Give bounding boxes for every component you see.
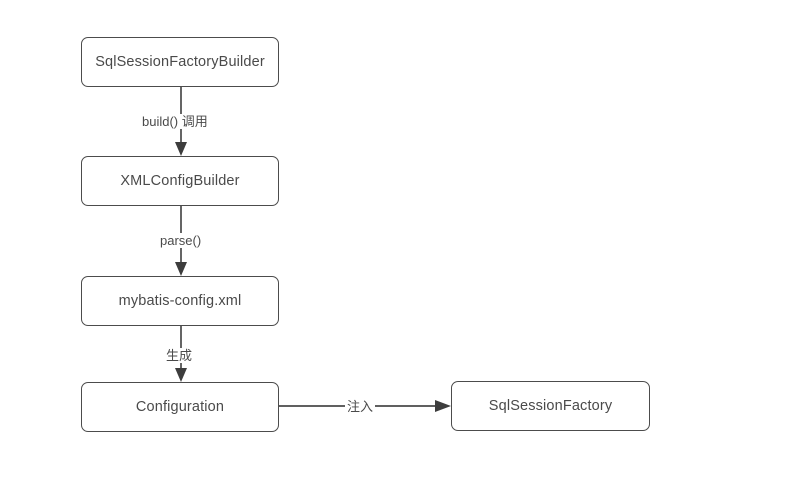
node-sql-session-factory-builder[interactable]: SqlSessionFactoryBuilder bbox=[81, 37, 279, 87]
edge-label-build-call: build() 调用 bbox=[140, 114, 210, 129]
edge-label-inject: 注入 bbox=[345, 399, 376, 414]
node-sql-session-factory[interactable]: SqlSessionFactory bbox=[451, 381, 650, 431]
node-label: XMLConfigBuilder bbox=[120, 172, 240, 189]
edge-label-parse: parse() bbox=[158, 233, 204, 248]
node-label: SqlSessionFactoryBuilder bbox=[95, 53, 265, 70]
node-label: Configuration bbox=[135, 398, 225, 415]
node-label: SqlSessionFactory bbox=[488, 397, 613, 414]
node-xml-config-builder[interactable]: XMLConfigBuilder bbox=[81, 156, 279, 206]
edge-label-generate: 生成 bbox=[164, 348, 195, 363]
node-configuration[interactable]: Configuration bbox=[81, 382, 279, 432]
node-label: mybatis-config.xml bbox=[118, 292, 242, 309]
node-mybatis-config-xml[interactable]: mybatis-config.xml bbox=[81, 276, 279, 326]
